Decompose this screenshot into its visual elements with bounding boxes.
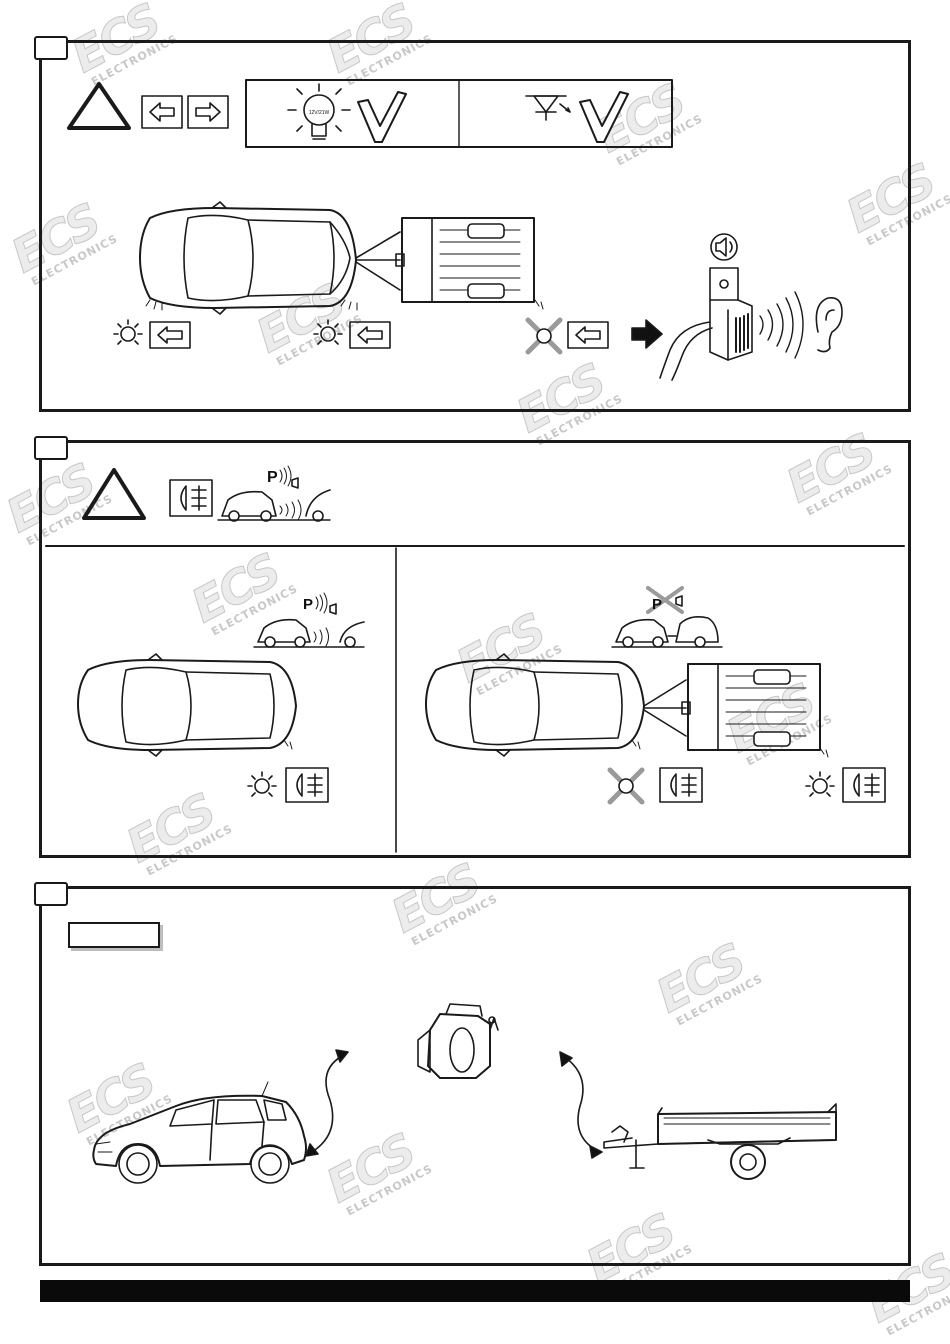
check-icon — [357, 91, 407, 143]
section-1-panel — [39, 40, 911, 412]
trailer-top-view — [687, 663, 821, 751]
car-top-view — [425, 653, 645, 757]
turn-left-icon — [149, 321, 191, 349]
lamp-on-icon — [313, 319, 343, 345]
section-2-tab — [34, 436, 68, 460]
connection-arrow — [559, 1051, 603, 1159]
section-3-tab — [34, 882, 68, 906]
arrow-right-icon — [631, 319, 663, 349]
lamp-on-icon — [247, 771, 277, 797]
car-icon — [92, 1081, 307, 1184]
parking-label: P — [303, 596, 313, 613]
connection-arrow — [305, 1049, 349, 1157]
rear-fog-lamp-icon — [285, 767, 329, 803]
warning-triangle-icon — [67, 82, 131, 130]
sound-waves — [759, 291, 804, 359]
tow-bar — [643, 679, 691, 737]
light-rays — [283, 739, 293, 750]
lamp-on-icon — [805, 771, 835, 797]
light-rays — [145, 299, 544, 311]
lamp-off-crossed-icon — [607, 767, 645, 805]
ear-icon — [815, 296, 843, 353]
bulb-icon: 12V/21W — [287, 83, 351, 140]
check-icon — [579, 91, 629, 143]
footer-bar — [40, 1280, 910, 1302]
parking-sensor-icon: P — [217, 465, 331, 522]
rear-fog-lamp-icon — [659, 767, 703, 803]
warning-triangle-icon — [82, 468, 146, 520]
lamp-on-icon — [113, 319, 143, 345]
buzzer-icon — [659, 233, 753, 381]
lamp-off-crossed-icon — [525, 317, 563, 355]
trailer-top-view — [401, 217, 535, 303]
turn-left-icon — [567, 321, 609, 349]
parking-label: P — [267, 469, 278, 486]
car-top-view — [77, 653, 297, 757]
parking-label: P — [652, 596, 662, 613]
trailer-icon — [603, 1103, 837, 1180]
tow-bar — [355, 231, 405, 291]
rear-fog-lamp-icon — [169, 479, 213, 517]
led-icon — [525, 95, 571, 121]
light-rays — [631, 739, 829, 758]
turn-left-icon — [141, 95, 183, 129]
bulb-label: 12V/21W — [309, 110, 330, 116]
section-1-tab — [34, 36, 68, 60]
section-2-panel — [39, 440, 911, 858]
parking-sensor-crossed-icon: P — [611, 586, 723, 648]
car-top-view — [139, 201, 357, 315]
label-box — [68, 922, 160, 948]
section-3-panel — [39, 886, 911, 1266]
turn-left-icon — [349, 321, 391, 349]
rear-fog-lamp-icon — [842, 767, 886, 803]
turn-right-icon — [187, 95, 229, 129]
socket-icon — [417, 1003, 499, 1079]
parking-sensor-icon: P — [253, 592, 365, 648]
